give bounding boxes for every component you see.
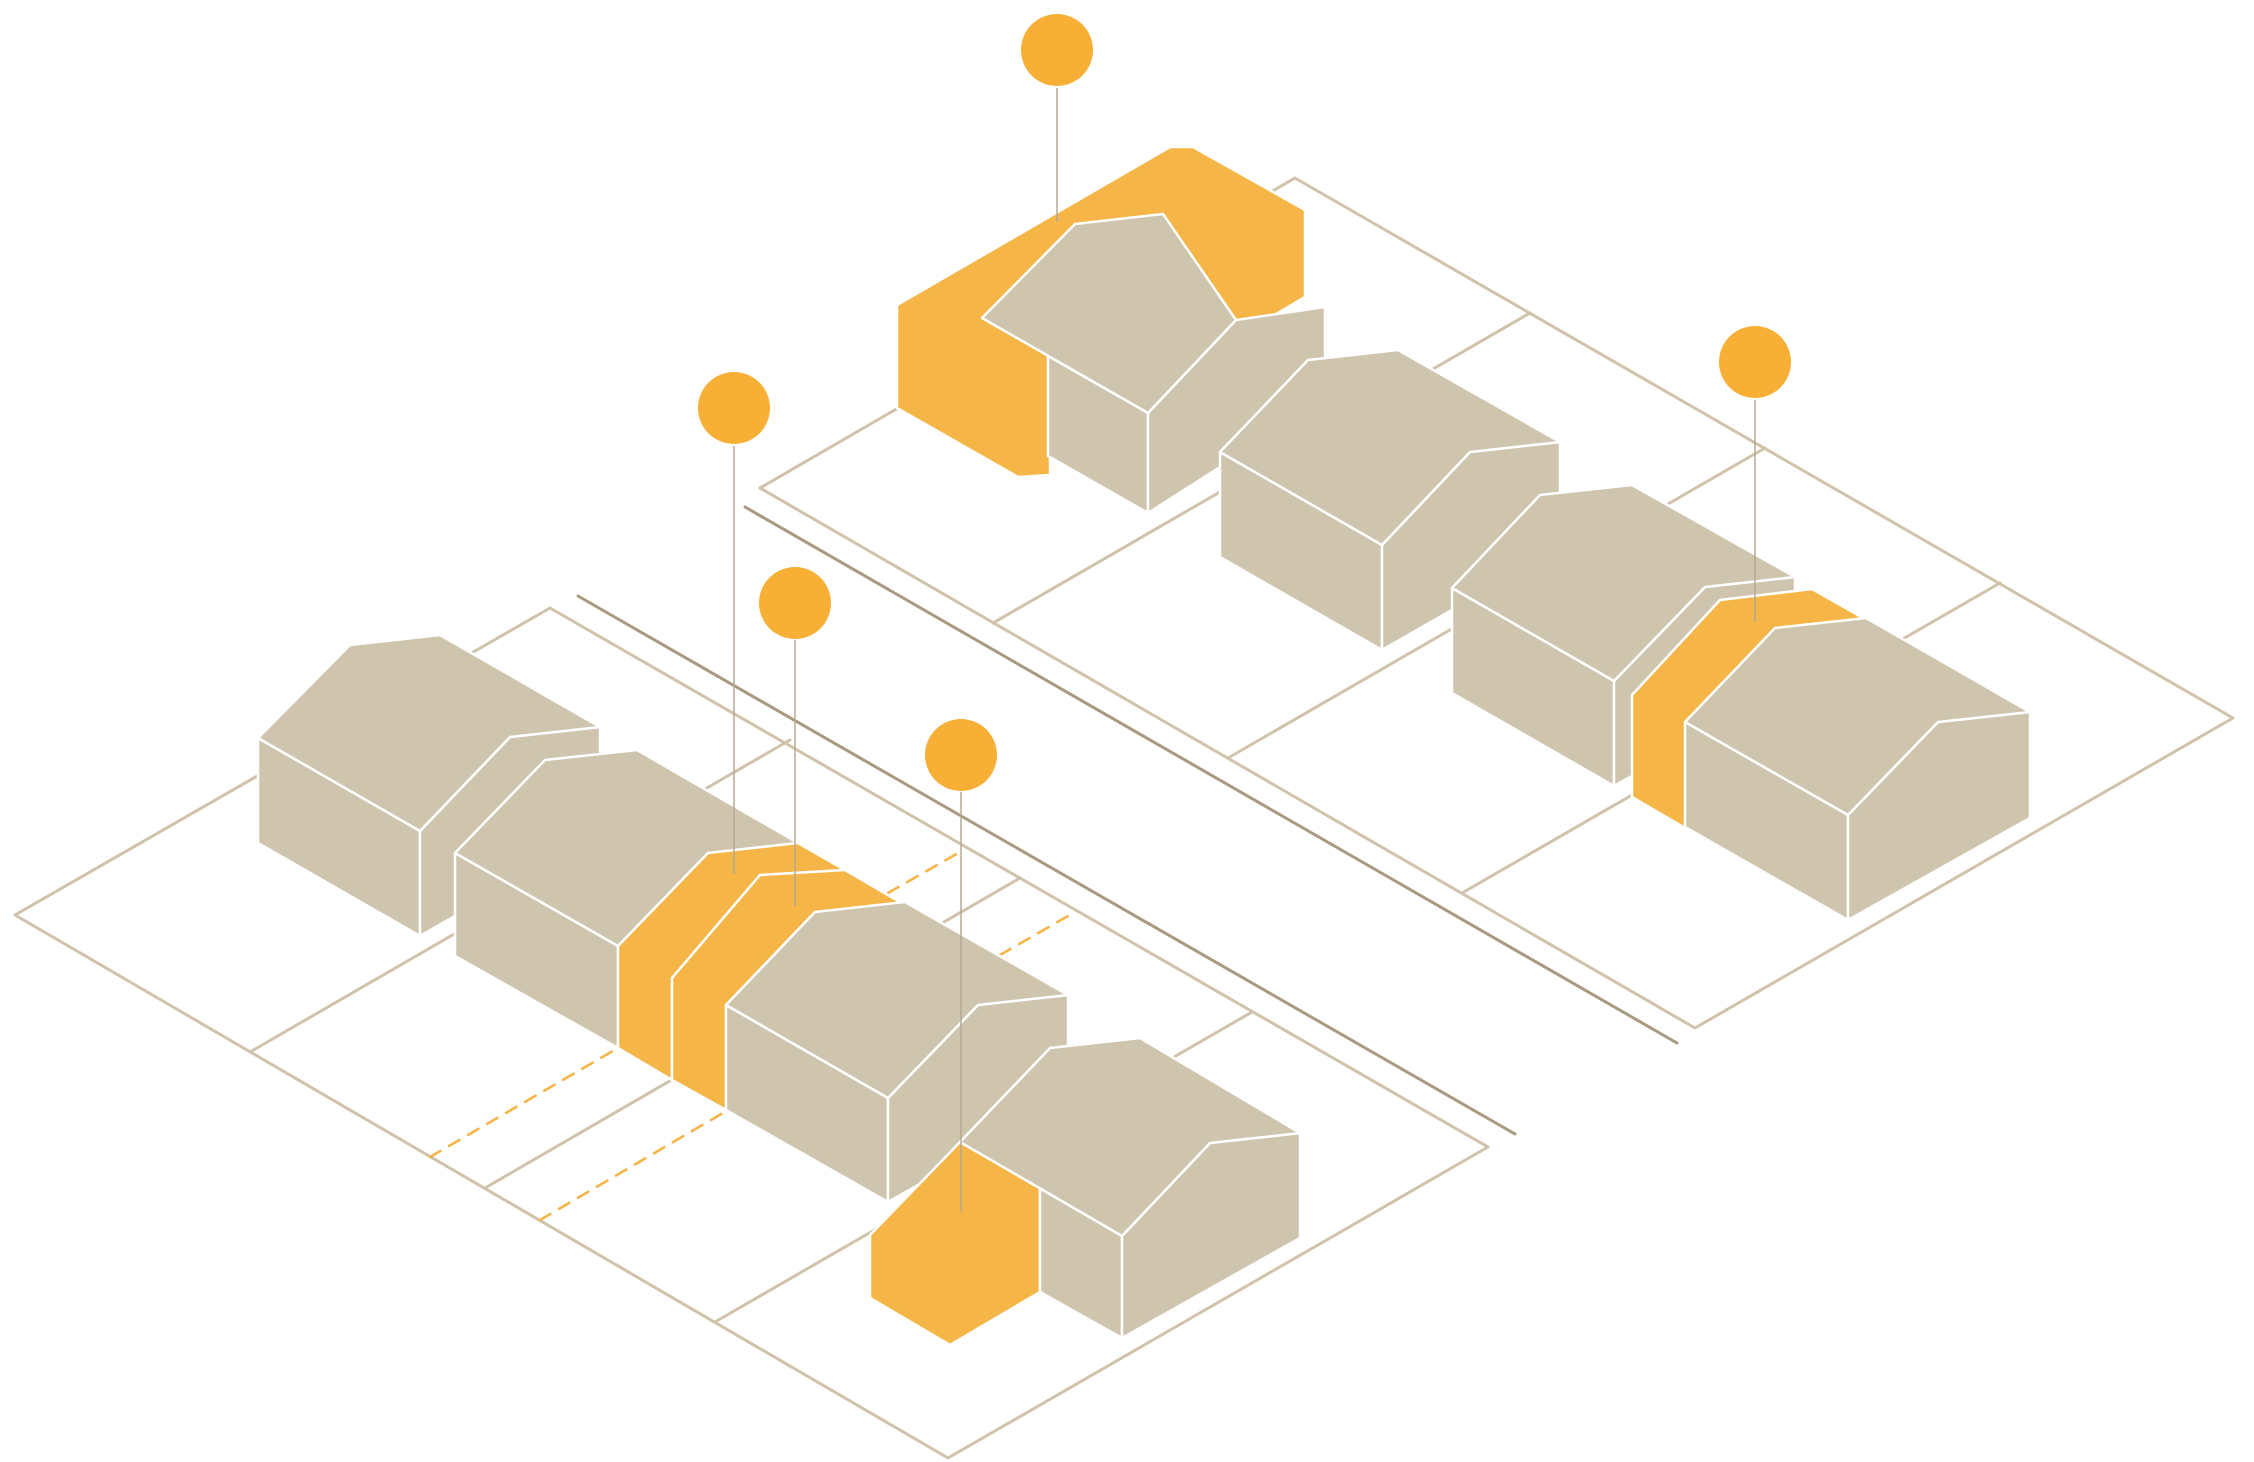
house-roof [1683, 616, 2032, 817]
marker-pin [698, 372, 770, 874]
right-house-1 [895, 145, 1327, 515]
marker-circle [698, 372, 770, 444]
road-edge [743, 505, 1679, 1045]
setback-dashed-lines [428, 850, 1077, 1222]
house-roof [1218, 348, 1562, 547]
marker-circle [925, 719, 997, 791]
house-roof [980, 212, 1238, 415]
setback-dash [538, 1108, 730, 1222]
house-roof [958, 1036, 1302, 1238]
marker-circle [759, 567, 831, 639]
houses [256, 145, 2032, 1347]
right-house-2 [1218, 348, 1562, 652]
marker-pin [759, 567, 831, 906]
left-house-4 [958, 1036, 1302, 1340]
house-roof [256, 633, 602, 833]
left-house-3 [724, 900, 1070, 1204]
markers [698, 14, 1791, 1212]
marker-pin [1021, 14, 1093, 222]
right-house-4 [1683, 616, 2032, 922]
house-roof [724, 900, 1070, 1100]
house-roof [1450, 483, 1797, 683]
setback-dash [428, 1046, 620, 1159]
marker-pin [925, 719, 997, 1212]
marker-circle [1719, 326, 1791, 398]
left-house-2 [453, 748, 907, 1112]
setback-dash [998, 910, 1077, 957]
marker-circle [1021, 14, 1093, 86]
setback-dash [886, 850, 962, 895]
marker-pin [1719, 326, 1791, 622]
